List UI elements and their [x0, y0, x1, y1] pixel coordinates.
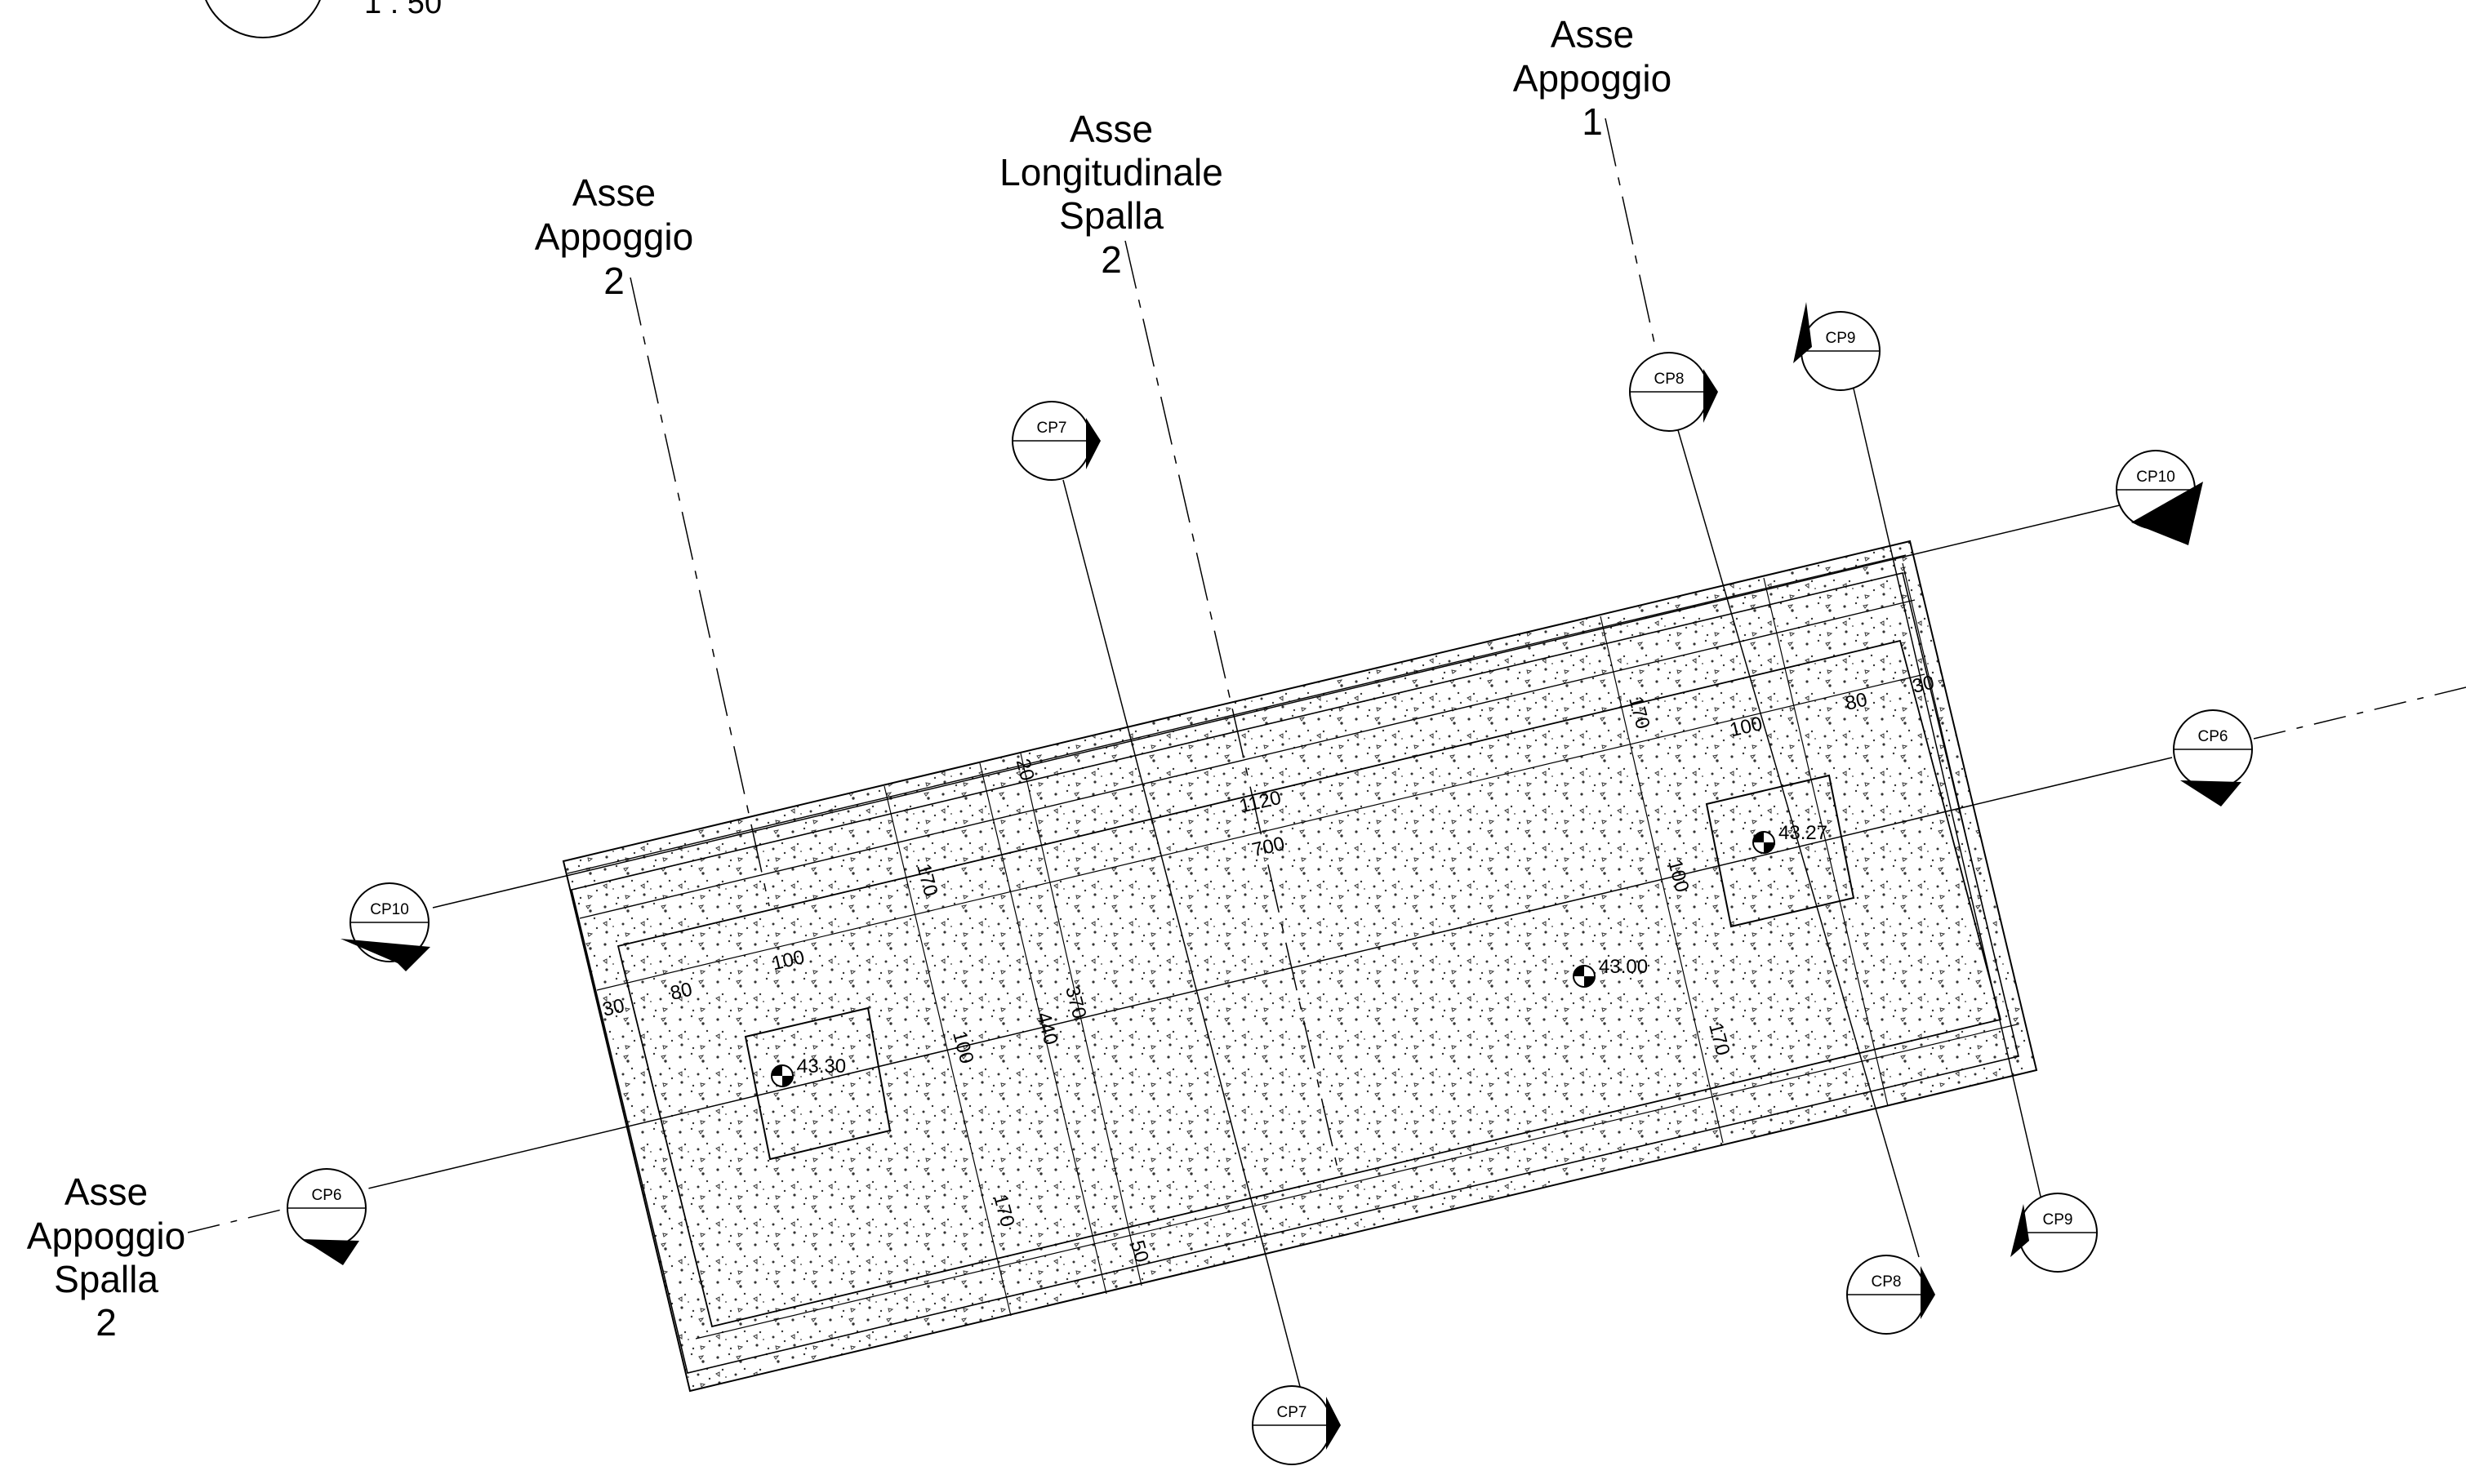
- section-marker-cp9-bottom: CP9: [2010, 1193, 2098, 1273]
- svg-text:2: 2: [96, 1301, 117, 1344]
- svg-text:Asse: Asse: [1551, 13, 1634, 56]
- svg-text:Asse: Asse: [1070, 108, 1153, 150]
- section-marker-cp6-right: CP6: [2173, 709, 2253, 806]
- svg-text:CP10: CP10: [370, 901, 409, 918]
- svg-text:CP8: CP8: [1654, 371, 1685, 388]
- section-marker-cp8-top: CP8: [1629, 352, 1718, 432]
- view-title-circle: [205, 0, 321, 38]
- grid-line: [1763, 577, 1889, 1107]
- grid-line: [979, 762, 1107, 1295]
- axis-label-appoggio-1: Asse Appoggio 1: [1513, 13, 1671, 143]
- axis-line-appoggio-1: [1605, 118, 1655, 344]
- dimension-label: 30: [1910, 672, 1936, 698]
- svg-text:CP6: CP6: [312, 1187, 342, 1204]
- section-line-cp10: [432, 504, 2124, 909]
- svg-text:Longitudinale: Longitudinale: [999, 151, 1223, 193]
- elevation-marker: 43.00: [1573, 956, 1648, 988]
- section-line-cp6: [371, 757, 2173, 1189]
- svg-text:CP10: CP10: [2136, 469, 2175, 486]
- grid-line: [884, 785, 1012, 1317]
- svg-text:CP7: CP7: [1037, 420, 1067, 437]
- section-line-cp7: [1062, 479, 1303, 1397]
- svg-text:CP6: CP6: [2198, 728, 2228, 745]
- svg-text:CP7: CP7: [1277, 1404, 1307, 1421]
- elevation-marker: 43.27: [1752, 822, 1827, 854]
- axis-label-appoggio-2: Asse Appoggio 2: [535, 171, 693, 302]
- svg-text:2: 2: [603, 260, 625, 302]
- slab-edge-line: [695, 1024, 2018, 1340]
- svg-text:CP9: CP9: [2043, 1211, 2073, 1229]
- dimension-label: 80: [1843, 689, 1869, 715]
- svg-text:CP8: CP8: [1872, 1273, 1902, 1291]
- svg-text:Asse: Asse: [65, 1171, 148, 1213]
- plinth-outline: [616, 639, 2002, 1328]
- section-marker-cp7-top: CP7: [1012, 401, 1101, 481]
- svg-text:Spalla: Spalla: [1059, 194, 1164, 237]
- bearing-pad-right: [1705, 774, 1855, 928]
- svg-text:Appoggio: Appoggio: [27, 1215, 185, 1257]
- grid-line: [1902, 562, 1985, 915]
- svg-text:Appoggio: Appoggio: [535, 215, 693, 258]
- slab-inner-outline: [571, 572, 2019, 1374]
- bearing-pad-left: [744, 1006, 892, 1161]
- section-line-cp6-ext: [187, 1187, 372, 1233]
- section-marker-cp9-top: CP9: [1793, 302, 1881, 391]
- axis-line-appoggio-2: [630, 277, 770, 907]
- svg-text:43.27: 43.27: [1778, 822, 1827, 844]
- svg-text:CP9: CP9: [1826, 330, 1856, 347]
- svg-text:43.30: 43.30: [797, 1055, 846, 1077]
- slab-edge-line: [567, 554, 1907, 874]
- section-marker-cp10-left: CP10: [341, 882, 430, 971]
- section-line-cp8: [1677, 429, 1920, 1258]
- dimension-label: 30: [600, 995, 626, 1021]
- dimension-label: 80: [668, 979, 694, 1005]
- svg-text:2: 2: [1101, 238, 1122, 281]
- svg-text:Asse: Asse: [572, 171, 656, 214]
- section-marker-cp8-bottom: CP8: [1846, 1255, 1935, 1335]
- svg-text:43.00: 43.00: [1599, 956, 1648, 978]
- svg-text:Appoggio: Appoggio: [1513, 57, 1671, 100]
- svg-text:1: 1: [1582, 100, 1603, 143]
- elevation-marker: 43.30: [771, 1055, 846, 1087]
- axis-label-appoggio-spalla-2: Asse Appoggio Spalla 2: [27, 1171, 185, 1344]
- axis-label-longitudinale-spalla-2: Asse Longitudinale Spalla 2: [999, 108, 1223, 281]
- grid-line: [1020, 753, 1142, 1286]
- section-marker-cp10-right: CP10: [2116, 450, 2203, 545]
- dimension-labels: 1120 700 20 170 100 80 30 370 440 100 17…: [600, 672, 1936, 1265]
- section-marker-cp7-bottom: CP7: [1252, 1385, 1341, 1465]
- section-marker-cp6-left: CP6: [287, 1168, 367, 1265]
- section-line-cp6-ext: [2253, 686, 2466, 740]
- scale-label: 1 : 50: [364, 0, 442, 20]
- section-lines: [187, 118, 2466, 1397]
- slab-edge-line: [579, 599, 1916, 919]
- section-line-cp9: [1853, 388, 2042, 1201]
- svg-text:Spalla: Spalla: [54, 1258, 158, 1300]
